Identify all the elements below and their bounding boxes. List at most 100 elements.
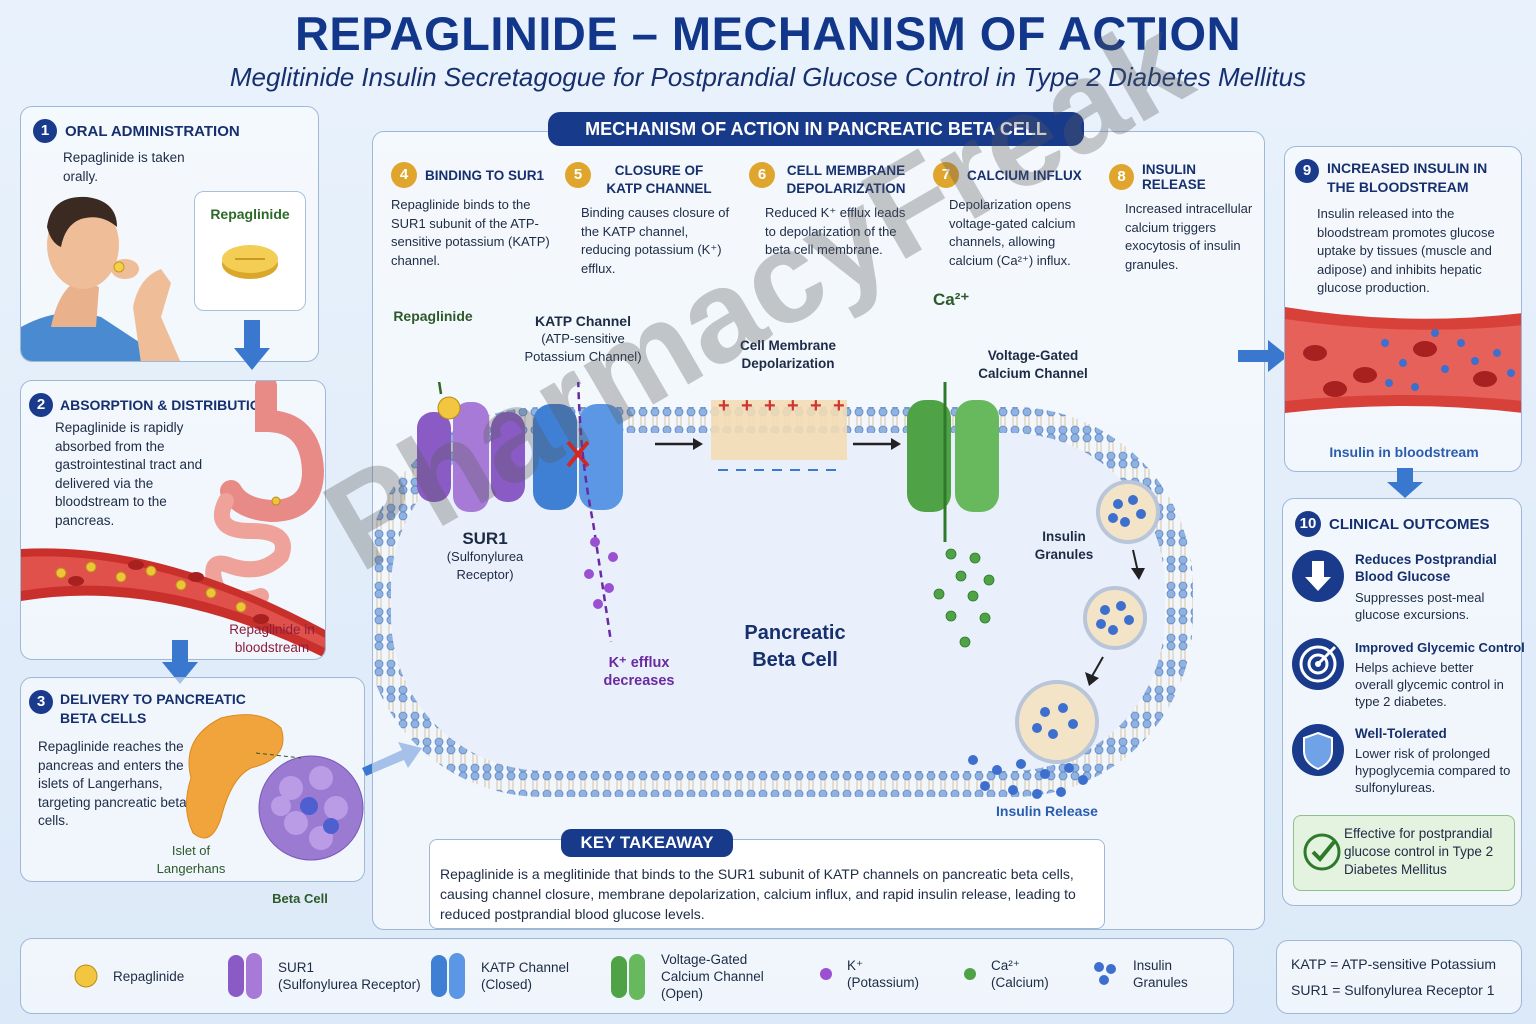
cell-cytoplasm bbox=[391, 433, 1165, 771]
svg-text:+: + bbox=[718, 395, 730, 417]
moa-panel: 4 BINDING TO SUR1 Repaglinide binds to th… bbox=[372, 131, 1265, 930]
down-arrow-icon bbox=[234, 320, 270, 370]
cell-label: Pancreatic Beta Cell bbox=[744, 622, 846, 671]
legend-label: Ca²⁺ bbox=[991, 958, 1020, 973]
svg-text:+: + bbox=[810, 395, 822, 417]
insulin-granules-icon bbox=[1094, 962, 1116, 985]
gi-tract-illustration bbox=[21, 381, 325, 659]
step-1-card: 1 ORAL ADMINISTRATION Repaglinide is tak… bbox=[20, 106, 319, 362]
step-9-card: 9 INCREASED INSULIN IN THE BLOODSTREAM I… bbox=[1284, 146, 1522, 472]
ca-label: Ca²⁺ bbox=[933, 290, 970, 309]
insulin-caption: Insulin in bloodstream bbox=[1329, 444, 1479, 460]
tablet-label: Repaglinide bbox=[210, 206, 290, 222]
granules-label: Insulin Granules bbox=[1034, 529, 1094, 562]
step-title: INCREASED INSULIN IN THE BLOODSTREAM bbox=[1327, 160, 1488, 195]
outcome-title: Improved Glycemic Control bbox=[1355, 640, 1525, 655]
legend-item: K⁺(Potassium) bbox=[817, 957, 919, 991]
step-number: 9 bbox=[1295, 159, 1319, 183]
step-number: 6 bbox=[749, 162, 775, 188]
islet-label: Islet of Langerhans bbox=[156, 843, 226, 876]
sur1-receptor bbox=[417, 402, 525, 512]
abbrev-sur1: SUR1 = Sulfonylurea Receptor 1 bbox=[1291, 982, 1495, 998]
legend-label: Insulin bbox=[1133, 958, 1173, 973]
outcome-text: Suppresses post-meal glucose excursions. bbox=[1355, 590, 1485, 622]
calcium-channel bbox=[907, 400, 999, 512]
sur1-subtitle: (Sulfonylurea Receptor) bbox=[446, 549, 524, 582]
legend-label: Voltage-Gated bbox=[661, 952, 748, 967]
legend-label: K⁺ bbox=[847, 958, 864, 973]
tablet-icon bbox=[222, 245, 278, 279]
insulin-bloodstream-illustration bbox=[1285, 307, 1521, 413]
calcium-icon bbox=[964, 968, 976, 980]
sur1-icon bbox=[228, 953, 262, 999]
outcome-title: Well-Tolerated bbox=[1355, 726, 1447, 741]
step-number: 1 bbox=[33, 119, 57, 143]
legend-box: Repaglinide SUR1(Sulfonylurea Receptor) … bbox=[20, 938, 1234, 1014]
svg-text:+: + bbox=[764, 395, 776, 417]
step-number: 2 bbox=[29, 393, 53, 417]
potassium-icon bbox=[820, 968, 832, 980]
key-takeaway-box: Repaglinide is a meglitinide that binds … bbox=[429, 839, 1105, 929]
outcome-text: Lower risk of prolonged hypoglycemia com… bbox=[1355, 746, 1511, 795]
legend-sublabel: Granules bbox=[1133, 975, 1188, 990]
step-number: 7 bbox=[933, 162, 959, 188]
outcome-title: Reduces Postprandial Blood Glucose bbox=[1355, 552, 1497, 584]
step-text: Reduced K⁺ efflux leads to depolarizatio… bbox=[765, 205, 906, 257]
katp-label: KATP Channel (ATP-sensitive Potassium Ch… bbox=[513, 312, 653, 366]
step-number: 3 bbox=[29, 690, 53, 714]
closed-x-icon bbox=[566, 440, 590, 468]
legend-item: Ca²⁺(Calcium) bbox=[961, 957, 1049, 991]
svg-text:+: + bbox=[833, 395, 845, 417]
step-title: CALCIUM INFLUX bbox=[967, 167, 1082, 183]
step-number: 5 bbox=[565, 162, 591, 188]
abbreviation-box: KATP = ATP-sensitive Potassium SUR1 = Su… bbox=[1276, 940, 1522, 1014]
down-arrow-icon bbox=[1387, 468, 1423, 498]
k-efflux-label: K⁺ efflux decreases bbox=[603, 655, 675, 689]
beta-cell-diagram: ++++++ bbox=[373, 382, 1193, 799]
step-text: Repaglinide binds to the SUR1 subunit of… bbox=[391, 197, 550, 268]
outcome-item: Well-Tolerated Lower risk of prolonged h… bbox=[1291, 723, 1523, 803]
step-text: Repaglinide is taken orally. bbox=[63, 150, 185, 184]
down-arrow-icon bbox=[162, 640, 198, 684]
abbrev-katp: KATP = ATP-sensitive Potassium bbox=[1291, 956, 1497, 972]
outcome-item: Reduces Postprandial Blood Glucose Suppr… bbox=[1291, 549, 1523, 629]
moa-title: MECHANISM OF ACTION IN PANCREATIC BETA C… bbox=[548, 112, 1084, 146]
outcome-item: Improved Glycemic Control Helps achieve … bbox=[1291, 637, 1525, 717]
step-10-card: 10 CLINICAL OUTCOMES Reduces Postprandia… bbox=[1282, 498, 1525, 906]
legend-sublabel: (Closed) bbox=[481, 977, 533, 992]
effective-text: Effective for postprandial glucose contr… bbox=[1344, 826, 1494, 877]
step-number: 4 bbox=[391, 162, 417, 188]
step-4-header: 4 BINDING TO SUR1 Repaglinide binds to th… bbox=[391, 162, 556, 270]
sur1-title: SUR1 bbox=[462, 529, 508, 548]
legend-item: KATP Channel(Closed) bbox=[429, 951, 569, 1001]
step-text: Insulin released into the bloodstream pr… bbox=[1317, 206, 1495, 295]
right-arrow-icon bbox=[1238, 340, 1288, 372]
svg-text:+: + bbox=[741, 395, 753, 417]
step-title: ORAL ADMINISTRATION bbox=[65, 122, 240, 140]
legend-label: SUR1 bbox=[278, 960, 315, 975]
step-number: 10 bbox=[1295, 511, 1321, 537]
tablet-box: Repaglinide bbox=[194, 191, 306, 311]
step-text: Depolarization opens voltage-gated calci… bbox=[949, 197, 1076, 268]
katp-title: KATP Channel bbox=[535, 313, 631, 329]
repaglinide-icon bbox=[74, 964, 98, 988]
page-subtitle: Meglitinide Insulin Secretagogue for Pos… bbox=[229, 62, 1307, 92]
step-2-card: 2 ABSORPTION & DISTRIBUTION Repaglinide … bbox=[20, 380, 326, 660]
insulin-granule bbox=[1083, 586, 1147, 650]
step-title: DELIVERY TO PANCREATIC BETA CELLS bbox=[60, 691, 246, 726]
step-title: INSULIN RELEASE bbox=[1142, 162, 1206, 192]
repaglinide-bound bbox=[437, 396, 461, 420]
takeaway-title: KEY TAKEAWAY bbox=[561, 829, 733, 857]
plus-charges: ++++++ bbox=[718, 395, 845, 417]
step-text: Repaglinide is rapidly absorbed from the… bbox=[55, 420, 203, 528]
step-number: 8 bbox=[1109, 164, 1135, 190]
pancreas-islet-illustration bbox=[186, 714, 364, 861]
target-icon bbox=[1292, 638, 1344, 690]
step-title: CLINICAL OUTCOMES bbox=[1329, 515, 1490, 533]
repaglinide-label: Repaglinide bbox=[393, 308, 473, 324]
step-title: BINDING TO SUR1 bbox=[425, 167, 545, 183]
